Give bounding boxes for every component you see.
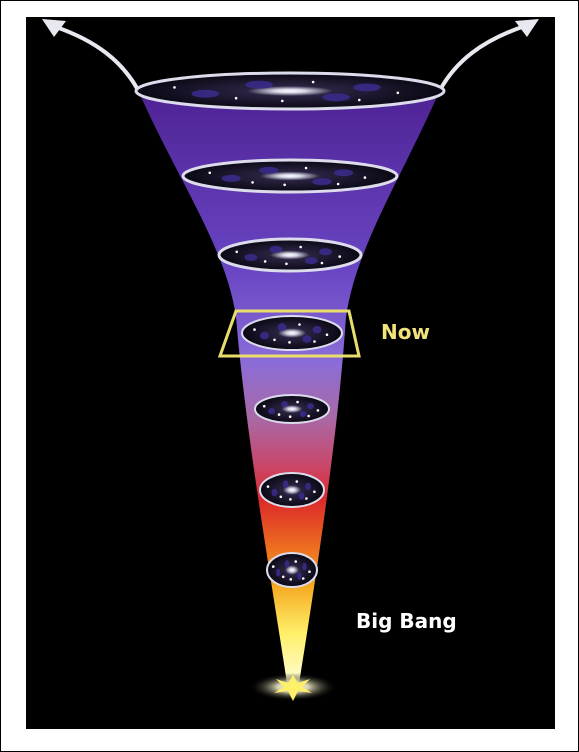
big-bang-flash-icon [249,673,337,701]
galaxy-disk-icon [219,239,361,271]
diagram-panel: Now Big Bang [26,17,555,729]
galaxy-disk-icon [183,160,397,192]
galaxy-disk-icon [267,553,317,587]
big-bang-label: Big Bang [356,609,457,633]
galaxy-disk-icon [260,473,324,507]
galaxy-disk-icon [136,73,444,109]
expansion-arrow-right-icon [440,19,539,90]
now-label: Now [381,320,430,344]
galaxy-disk-icon [242,316,342,350]
expansion-arrow-left-icon [42,19,138,90]
universe-expansion-diagram: Now Big Bang [26,17,555,729]
galaxy-disk-icon [255,395,329,423]
